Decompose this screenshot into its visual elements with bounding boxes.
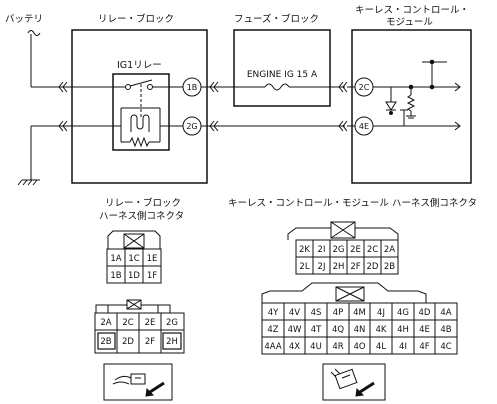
keyless-module-box <box>351 29 472 184</box>
pin-cell: 4F <box>419 342 429 352</box>
pin-cell: 1A <box>110 254 121 264</box>
pin-cell: 2C <box>367 245 378 255</box>
relay-plug-icon <box>103 363 173 401</box>
relay-block-title: リレー・ブロック <box>98 13 174 25</box>
pin-cell: 4B <box>440 325 451 335</box>
keyless-connector-small-pins: 2K 2I 2G 2E 2C 2A 2L 2J 2H 2F 2D 2B <box>299 245 395 272</box>
pin-cell: 4Q <box>332 325 344 335</box>
pin-2c-label: 2C <box>359 83 370 92</box>
pin-cell: 1C <box>128 254 139 264</box>
pin-cell: 2I <box>318 245 326 255</box>
pin-cell: 1E <box>147 254 158 264</box>
keyless-plug-icon <box>322 363 386 401</box>
pin-cell: 2B <box>384 262 395 272</box>
ig1-relay-label: IG1リレー <box>117 60 162 71</box>
relay-connector-title-line2: ハーネス側コネクタ <box>99 210 184 222</box>
battery-label: バッテリ <box>5 14 43 25</box>
pin-cell: 4H <box>397 325 409 335</box>
pin-cell: 2E <box>350 245 361 255</box>
pin-cell: 4L <box>376 342 386 352</box>
relay-connector-large-pins: 2A 2C 2E 2G 2B 2D 2F 2H <box>100 318 178 347</box>
keyless-module-title-line1: キーレス・コントロール・ <box>355 5 469 16</box>
pin-cell: 4P <box>333 308 344 318</box>
pin-cell: 4G <box>397 308 409 318</box>
battery-symbol <box>27 30 58 88</box>
pin-cell: 4R <box>332 342 343 352</box>
pin-cell: 4S <box>311 308 322 318</box>
relay-connector-large <box>94 299 185 354</box>
pin-cell: 2A <box>384 245 395 255</box>
fuse-icon <box>234 83 330 91</box>
pin-cell: 2G <box>166 318 178 328</box>
keyless-connector-title: キーレス・コントロール・モジュール ハーネス側コネクタ <box>228 197 477 209</box>
pin-cell: 4AA <box>264 342 281 352</box>
pin-cell: 2F <box>145 337 155 347</box>
pin-cell: 4N <box>354 325 366 335</box>
pin-cell: 1D <box>128 271 140 281</box>
keyless-connector-large-pins: 4Y 4V 4S 4P 4M 4J 4G 4D 4A 4Z 4W 4T 4Q 4… <box>264 308 451 352</box>
pin-1b-label: 1B <box>187 83 198 92</box>
pin-cell: 4O <box>353 342 365 352</box>
pin-cell: 4U <box>310 342 322 352</box>
pin-cell: 2G <box>333 245 345 255</box>
pin-cell: 2B <box>100 337 111 347</box>
relay-connector-small-pins: 1A 1C 1E 1B 1D 1F <box>110 254 157 281</box>
fuse-block-title: フューズ・ブロック <box>234 13 319 25</box>
pin-cell: 2F <box>350 262 360 272</box>
fuse-block-box <box>233 29 331 107</box>
keyless-connector-small <box>287 221 399 275</box>
pin-cell: 4E <box>419 325 430 335</box>
pin-cell: 1B <box>110 271 121 281</box>
pin-2g-label: 2G <box>186 122 197 131</box>
pin-cell: 2H <box>333 262 345 272</box>
pin-cell: 2D <box>367 262 379 272</box>
pin-cell: 2D <box>122 337 134 347</box>
pin-cell: 4C <box>440 342 451 352</box>
connector-mark-relay-out <box>209 81 219 132</box>
pin-cell: 4W <box>288 325 302 335</box>
pin-cell: 4D <box>419 308 431 318</box>
pin-cell: 4I <box>399 342 407 352</box>
ig1-relay-box <box>112 73 170 151</box>
connector-mark-keyless <box>338 81 348 132</box>
pin-cell: 4V <box>289 308 300 318</box>
pin-cell: 4Y <box>268 308 279 318</box>
pin-cell: 1F <box>147 271 157 281</box>
pin-cell: 4A <box>440 308 451 318</box>
ground-symbol <box>17 125 58 186</box>
pin-cell: 2C <box>122 318 133 328</box>
pin-cell: 4X <box>289 342 300 352</box>
pin-cell: 4M <box>353 308 366 318</box>
pin-cell: 2H <box>166 337 178 347</box>
relay-connector-small <box>106 230 162 284</box>
pin-cell: 4J <box>377 308 385 318</box>
connector-mark-left <box>58 81 68 132</box>
keyless-connector-large <box>261 282 458 355</box>
pin-cell: 2J <box>318 262 326 272</box>
pin-cell: 4Z <box>267 325 278 335</box>
pin-4e-label: 4E <box>359 122 369 131</box>
pin-cell: 2A <box>100 318 111 328</box>
pin-cell: 2E <box>145 318 156 328</box>
keyless-module-title-line2: モジュール <box>386 17 433 28</box>
relay-block-box <box>71 29 208 184</box>
pin-cell: 2L <box>299 262 309 272</box>
pin-cell: 4K <box>376 325 387 335</box>
relay-coil-icon <box>113 107 169 148</box>
fuse-name-label: ENGINE IG 15 A <box>247 70 318 80</box>
relay-switch-contact <box>125 79 169 117</box>
keyless-internal-circuit <box>373 59 461 131</box>
relay-connector-title-line1: リレー・ブロック <box>105 197 181 209</box>
pin-cell: 2K <box>299 245 310 255</box>
pin-cell: 4T <box>311 325 322 335</box>
